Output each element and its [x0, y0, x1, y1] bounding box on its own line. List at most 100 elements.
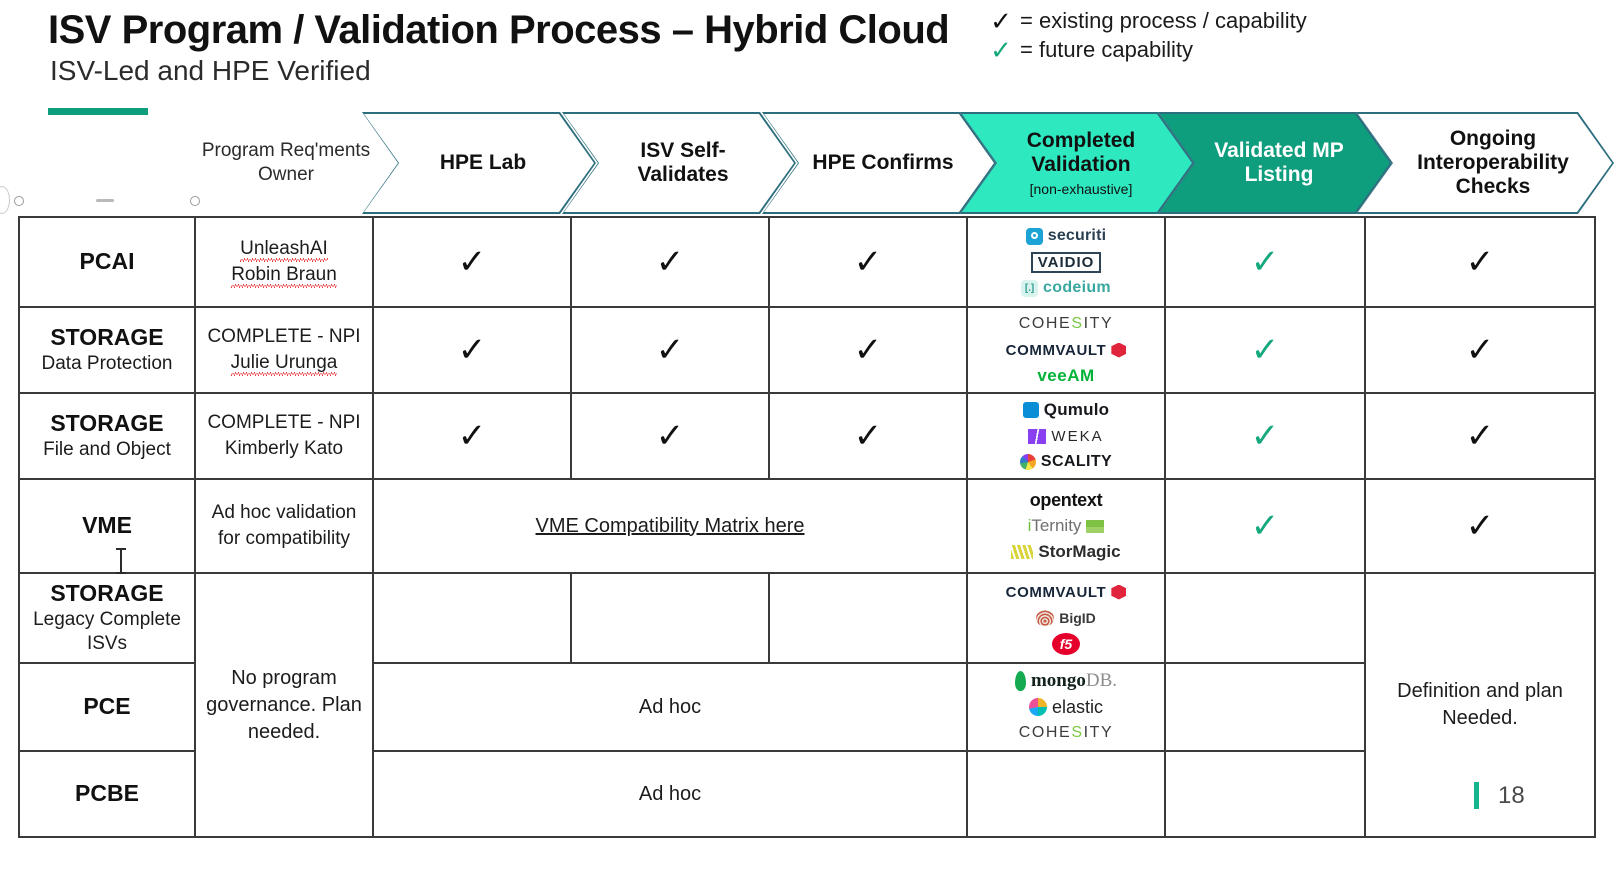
check-icon: ✓ [655, 417, 685, 455]
cell-logos-storage-fo: Qumulo WEKA SCALITY [966, 392, 1166, 480]
program-name: PCBE [75, 780, 139, 807]
logo-part-a: COHE [1018, 315, 1072, 332]
cell-hpe-lab-pcai: ✓ [372, 216, 572, 308]
program-name: PCAI [79, 248, 135, 275]
legend: ✓ = existing process / capability ✓ = fu… [988, 6, 1307, 64]
logo-elastic: elastic [1028, 696, 1104, 717]
legend-label-future: = future capability [1020, 36, 1194, 62]
label-line2: Interoperability [1417, 150, 1569, 174]
logo-part-a: mongo [1030, 670, 1086, 691]
cell-ongoing-storage-dp: ✓ [1364, 306, 1596, 394]
f5-icon: f5 [1052, 633, 1080, 655]
stage-chevron-hpe-confirms[interactable]: HPE Confirms [762, 112, 996, 214]
logo-stack: securiti VAIDIO [.] codeium [972, 222, 1160, 302]
selection-handle-left[interactable] [14, 196, 24, 206]
logo-part-b: Ternity [1031, 516, 1082, 535]
stage-label-completed-validation: Completed Validation [non-exhaustive] [993, 129, 1162, 196]
cell-program-storage-file-object: STORAGE File and Object [18, 392, 196, 480]
cell-hpe-confirms-storage-fo: ✓ [768, 392, 968, 480]
program-subtitle: Legacy Complete ISVs [24, 608, 190, 656]
owner-company: UnleashAI [240, 238, 328, 263]
logo-part-a: COHE [1018, 724, 1072, 741]
validation-matrix-table: PCAI UnleashAI Robin Braun ✓ ✓ ✓ securit… [18, 216, 1596, 838]
governance-note: No program governance. Plan needed. [200, 665, 368, 746]
cell-logos-storage-dp: COHESITY COMMVAULT veeAM [966, 306, 1166, 394]
logo-bigid: BigID [1036, 608, 1096, 628]
logo-mongodb: mongoDB. [1014, 670, 1117, 692]
cell-hpe-confirms-storage-legacy [768, 572, 968, 664]
owner-line2: for compatibility [218, 528, 350, 549]
logo-part-accent: S [1071, 315, 1084, 332]
selection-handle-right[interactable] [190, 196, 200, 206]
stage-chevron-validated-mp-listing[interactable]: Validated MP Listing [1158, 112, 1392, 214]
cell-program-pcbe: PCBE [18, 750, 196, 838]
program-name: STORAGE [50, 580, 164, 607]
stage-chevron-completed-validation[interactable]: Completed Validation [non-exhaustive] [960, 112, 1194, 214]
check-icon: ✓ [457, 243, 487, 281]
cell-ongoing-vme: ✓ [1364, 478, 1596, 574]
check-icon-green: ✓ [1250, 417, 1280, 455]
governance-line2: governance. [206, 693, 317, 716]
logo-label: mongoDB. [1031, 670, 1117, 692]
stage-chevron-ongoing-interoperability-checks[interactable]: Ongoing Interoperability Checks [1356, 112, 1614, 214]
text-cursor [116, 548, 126, 574]
label-line2: Validation [1031, 153, 1131, 177]
check-icon-green: ✓ [1250, 507, 1280, 545]
cell-mp-listing-storage-dp: ✓ [1164, 306, 1366, 394]
selection-handle-middle[interactable] [96, 199, 114, 202]
label-line1: Ongoing [1449, 126, 1537, 150]
iternity-icon [1086, 519, 1105, 533]
vme-compatibility-matrix-link[interactable]: VME Compatibility Matrix here [535, 514, 805, 537]
logo-cohesity: COHESITY [1019, 314, 1114, 334]
owner-text: UnleashAI Robin Braun [200, 236, 368, 287]
logo-part-b: ITY [1083, 315, 1114, 332]
legend-label-existing: = existing process / capability [1020, 7, 1307, 33]
stage-label-isv-self-validates: ISV Self- Validates [603, 139, 754, 187]
logo-opentext: opentext [1030, 490, 1103, 510]
owner-status: COMPLETE - NPI [207, 326, 361, 348]
owner-header-line1: Program Req'ments [201, 140, 371, 162]
definition-line1: Definition and plan [1397, 680, 1563, 702]
program-subtitle: Data Protection [41, 352, 173, 374]
logo-label: elastic [1051, 696, 1104, 717]
owner-text: COMPLETE - NPI Kimberly Kato [200, 410, 368, 461]
logo-codeium: [.] codeium [1021, 278, 1111, 298]
label-line1: Completed [1026, 129, 1136, 153]
logo-part-accent: i [1027, 516, 1032, 535]
label-line1: ISV Self- [640, 138, 726, 162]
check-icon-green: ✓ [1250, 243, 1280, 281]
stage-chevron-isv-self-validates[interactable]: ISV Self- Validates [562, 112, 796, 214]
owner-status: COMPLETE - NPI [207, 412, 361, 434]
adhoc-label: Ad hoc [638, 695, 702, 718]
table-row: PCBE Ad hoc [18, 750, 1595, 838]
logo-label: opentext [1029, 489, 1103, 510]
bigid-icon [1036, 610, 1055, 626]
stage-label-hpe-lab: HPE Lab [439, 150, 527, 174]
check-icon: ✓ [853, 331, 883, 369]
cell-mp-listing-vme: ✓ [1164, 478, 1366, 574]
logo-vaidio: VAIDIO [1030, 251, 1102, 273]
chevron-fill [1160, 114, 1390, 212]
page-title: ISV Program / Validation Process – Hybri… [48, 8, 950, 52]
logo-commvault: COMMVAULT [1006, 340, 1127, 360]
chevron-fill [364, 114, 594, 212]
cell-isv-self-storage-fo: ✓ [570, 392, 770, 480]
check-icon: ✓ [1465, 417, 1495, 455]
logo-label: StorMagic [1038, 542, 1121, 561]
weka-icon [1028, 428, 1047, 444]
cell-vme-compatibility-link[interactable]: VME Compatibility Matrix here [372, 478, 968, 574]
cell-hpe-confirms-storage-dp: ✓ [768, 306, 968, 394]
logo-stack: mongoDB. elastic COHESITY [972, 667, 1160, 747]
cell-hpe-confirms-pcai: ✓ [768, 216, 968, 308]
label-line1: Validated MP [1214, 138, 1344, 162]
program-name: VME [82, 512, 132, 539]
logo-label: codeium [1043, 279, 1111, 296]
cell-program-vme: VME [18, 478, 196, 574]
cell-program-storage-data-protection: STORAGE Data Protection [18, 306, 196, 394]
cell-owner-storage-file-object: COMPLETE - NPI Kimberly Kato [194, 392, 374, 480]
logo-label: BigID [1059, 610, 1096, 626]
stage-chevron-hpe-lab[interactable]: HPE Lab [362, 112, 596, 214]
stormagic-icon [1011, 545, 1034, 559]
owner-text: Ad hoc validation for compatibility [200, 500, 368, 551]
logo-label: COMMVAULT [1005, 341, 1107, 359]
